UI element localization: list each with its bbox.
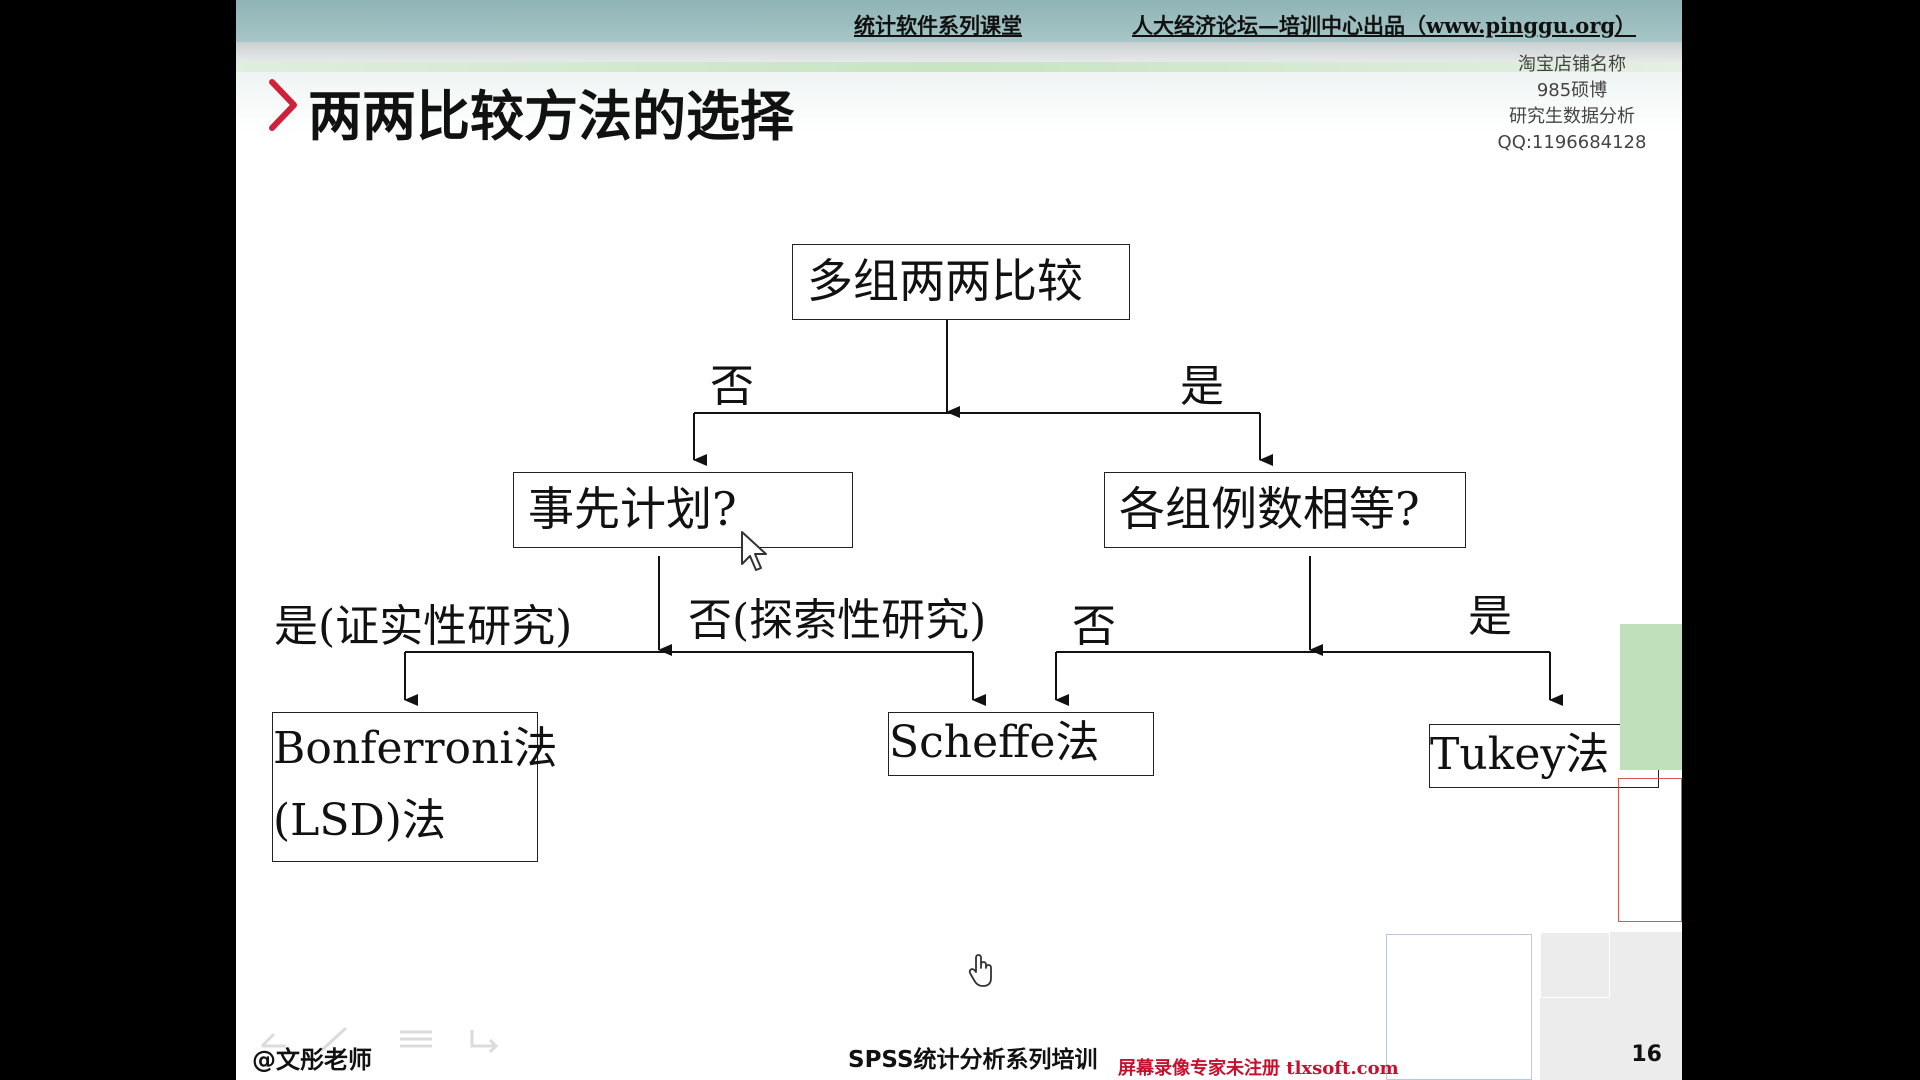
decor-block-grey	[1540, 932, 1682, 1080]
shop-info-line: 研究生数据分析	[1509, 106, 1635, 127]
header-band-green	[236, 62, 1682, 72]
edge-label-planned-yes: 是(证实性研究)	[274, 601, 573, 652]
header-band-grey	[236, 42, 1682, 62]
flowchart-connectors	[404, 318, 1563, 706]
edge-label-equal-yes: 是	[1468, 591, 1512, 642]
shop-info-line: 985硕博	[1536, 80, 1608, 101]
shop-info: 淘宝店铺名称 985硕博 研究生数据分析 QQ:1196684128	[1482, 52, 1662, 156]
node-equal-n: 各组例数相等?	[1104, 472, 1466, 548]
header-course: 统计软件系列课堂	[854, 13, 1022, 38]
header-producer: 人大经济论坛—培训中心出品（www.pinggu.org）	[1132, 13, 1637, 38]
menu-icon[interactable]	[396, 1024, 436, 1054]
slide-title: 两两比较方法的选择	[308, 84, 794, 148]
node-planned: 事先计划?	[513, 472, 853, 548]
node-bonferroni-line1: Bonferroni法	[273, 723, 558, 774]
edge-label-root-yes: 是	[1180, 361, 1224, 412]
node-bonferroni-line2: (LSD)法	[273, 795, 446, 846]
decor-frame-white	[1540, 932, 1610, 998]
hand-cursor-icon	[968, 954, 992, 987]
node-scheffe: Scheffe法	[888, 712, 1154, 776]
mouse-cursor-icon	[741, 531, 767, 571]
node-bonferroni: Bonferroni法 (LSD)法	[272, 712, 558, 862]
chevron-right-icon	[269, 79, 297, 131]
recorder-watermark: 屏幕录像专家未注册 tlxsoft.com	[1118, 1058, 1399, 1079]
back-arrow-icon[interactable]	[256, 1024, 296, 1054]
header-band	[236, 0, 1682, 42]
node-root: 多组两两比较	[792, 244, 1130, 320]
edge-label-root-no: 否	[710, 361, 754, 412]
shop-info-line: 淘宝店铺名称	[1518, 54, 1626, 75]
decor-block-green	[1620, 624, 1682, 770]
decor-frame-red	[1618, 778, 1682, 922]
slide: 统计软件系列课堂 人大经济论坛—培训中心出品（www.pinggu.org） 两…	[236, 0, 1682, 1080]
forward-arrow-icon[interactable]	[466, 1024, 506, 1054]
footer-series: SPSS统计分析系列培训	[848, 1047, 1098, 1073]
page-number: 16	[1631, 1042, 1662, 1067]
decor-frame-blue	[1386, 934, 1532, 1080]
edge-label-planned-no: 否(探索性研究)	[688, 595, 987, 646]
pen-icon[interactable]	[316, 1024, 356, 1054]
header-band-fade	[236, 72, 1682, 132]
footer-author: @文彤老师	[252, 1046, 372, 1074]
edge-label-equal-no: 否	[1072, 601, 1116, 652]
shop-info-line: QQ:1196684128	[1497, 132, 1647, 153]
